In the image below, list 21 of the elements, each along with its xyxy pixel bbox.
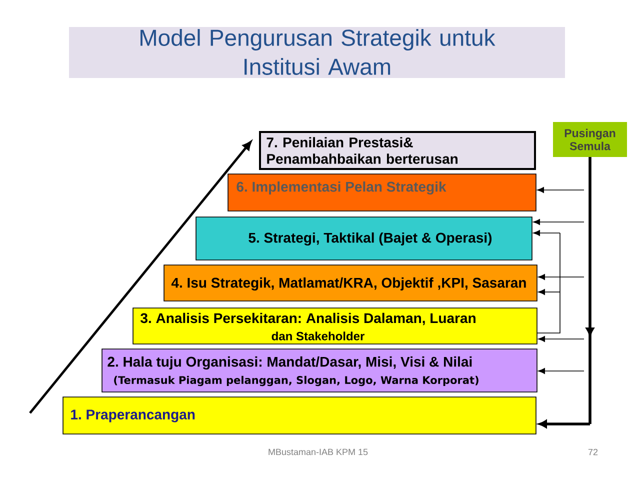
- page-number: 72: [588, 448, 598, 456]
- arrow: [538, 289, 560, 295]
- arrow: [538, 274, 584, 280]
- arrow: [538, 420, 590, 428]
- arrow: [538, 336, 584, 342]
- step-box: 2. Hala tuju Organisasi: Mandat/Dasar, Misi, Visi & Nilai (Termasuk Piagam pelanggan, Slogan, Logo, Warna Korporat): [102, 348, 538, 392]
- footer-text: MBustaman-IAB KPM 15: [268, 448, 368, 456]
- arrow: [538, 368, 584, 374]
- feedback-line: [586, 157, 594, 424]
- step-box: 3. Analisis Persekitaran: Analisis Dalaman, Luaran dan Stakeholder: [132, 308, 538, 344]
- connector-line: [536, 232, 560, 334]
- step-box: 6. Implementasi Pelan Strategik: [228, 174, 536, 212]
- arrow: [537, 187, 584, 193]
- arrow: [533, 219, 584, 225]
- title-banner: Model Pengurusan Strategik untuk Institusi Awam: [69, 27, 565, 78]
- step-box: 5. Strategi, Taktikal (Bajet & Operasi): [196, 216, 532, 260]
- step-box: 1. Praperancangan: [62, 396, 536, 434]
- step-box: 7. Penilaian Prestasi& Penambahbaikan berterusan: [259, 131, 536, 170]
- cycle-box: Pusingan Semula: [553, 122, 627, 157]
- arrow: [533, 230, 560, 236]
- step-box: 4. Isu Strategik, Matlamat/KRA, Objektif ,KPI, Sasaran: [164, 264, 538, 302]
